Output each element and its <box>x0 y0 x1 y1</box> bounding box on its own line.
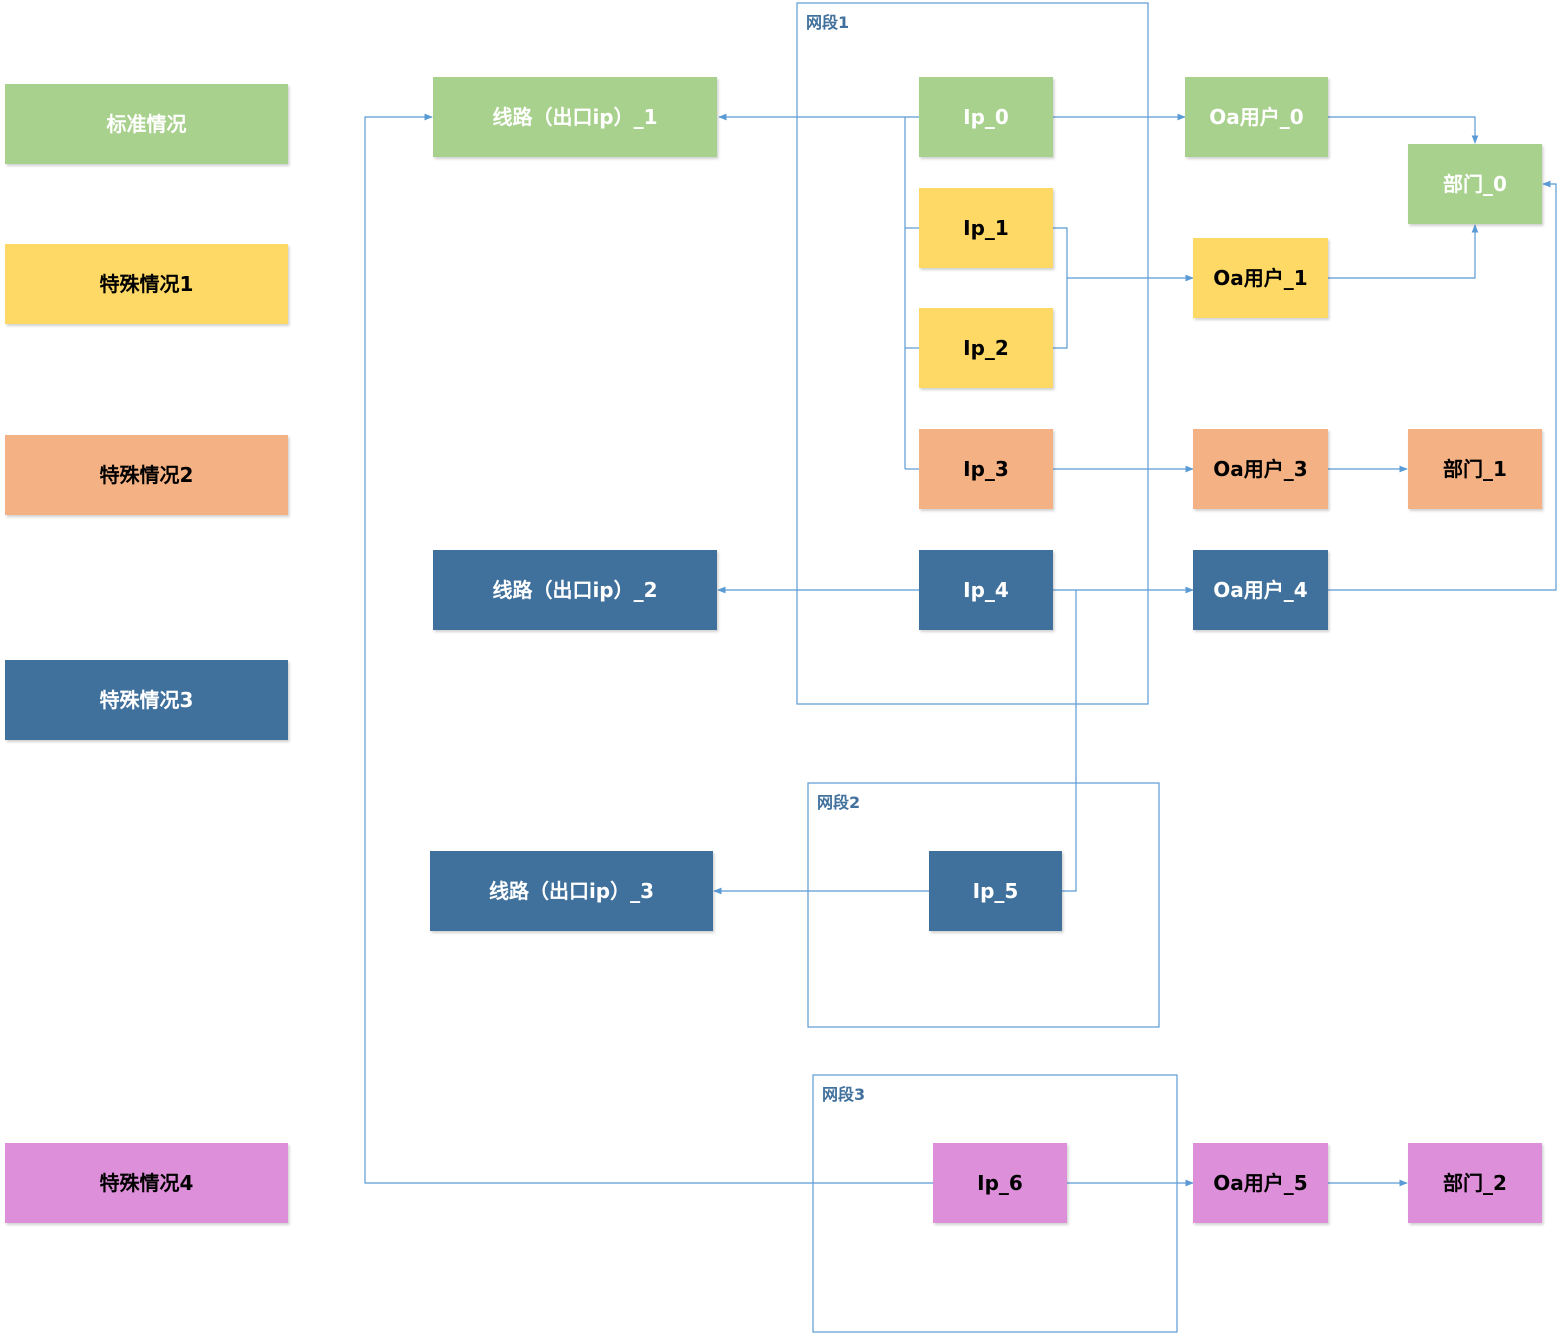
segment-2-label: 网段2 <box>817 793 860 812</box>
legend: 标准情况 特殊情况1 特殊情况2 特殊情况3 特殊情况4 <box>5 84 288 1223</box>
connector-ip6-line1 <box>364 113 933 1184</box>
line-node-3: 线路（出口ip）_3 <box>430 851 713 931</box>
dept-node-1: 部门_1 <box>1408 429 1542 509</box>
user-node-1-label: Oa用户_1 <box>1213 266 1307 290</box>
segment-1: 网段1 <box>796 2 1149 705</box>
legend-special4-label: 特殊情况4 <box>100 1171 194 1195</box>
ip-node-6: Ip_6 <box>933 1143 1067 1223</box>
user-node-0-label: Oa用户_0 <box>1209 105 1303 129</box>
legend-special2-label: 特殊情况2 <box>100 463 194 487</box>
line-node-2: 线路（出口ip）_2 <box>433 550 717 630</box>
connector-user4-dept0 <box>1328 180 1557 591</box>
legend-special4: 特殊情况4 <box>5 1143 288 1223</box>
ip-node-5: Ip_5 <box>929 851 1062 931</box>
dept-node-2: 部门_2 <box>1408 1143 1542 1223</box>
legend-standard-label: 标准情况 <box>107 112 187 136</box>
ip-node-4-label: Ip_4 <box>963 578 1009 602</box>
ip-node-1-label: Ip_1 <box>963 216 1009 240</box>
dept-node-0-label: 部门_0 <box>1443 172 1507 196</box>
user-node-5: Oa用户_5 <box>1193 1143 1328 1223</box>
user-node-4-label: Oa用户_4 <box>1213 578 1307 602</box>
line-node-3-label: 线路（出口ip）_3 <box>489 879 654 903</box>
dept-node-0: 部门_0 <box>1408 144 1542 224</box>
user-node-1: Oa用户_1 <box>1193 238 1328 318</box>
connector-ip5-user4 <box>1062 590 1077 892</box>
legend-special1: 特殊情况1 <box>5 244 288 324</box>
legend-special1-label: 特殊情况1 <box>100 272 194 296</box>
user-node-0: Oa用户_0 <box>1185 77 1328 157</box>
segment-3: 网段3 <box>812 1074 1178 1333</box>
user-node-5-label: Oa用户_5 <box>1213 1171 1307 1195</box>
dept-node-2-label: 部门_2 <box>1443 1171 1507 1195</box>
user-node-4: Oa用户_4 <box>1193 550 1328 630</box>
ip-node-6-label: Ip_6 <box>977 1171 1023 1195</box>
ip-node-2-label: Ip_2 <box>963 336 1009 360</box>
ip-node-5-label: Ip_5 <box>973 879 1019 903</box>
connector-user1-dept0 <box>1328 224 1479 279</box>
user-node-3: Oa用户_3 <box>1193 429 1328 509</box>
connector-user0-dept0 <box>1328 116 1479 144</box>
line-node-1: 线路（出口ip）_1 <box>433 77 717 157</box>
segment-2: 网段2 <box>807 782 1160 1028</box>
line-node-1-label: 线路（出口ip）_1 <box>492 105 657 129</box>
connector-ip1-user1 <box>1053 227 1068 349</box>
ip-node-4: Ip_4 <box>919 550 1053 630</box>
legend-special3: 特殊情况3 <box>5 660 288 740</box>
ip-node-0-label: Ip_0 <box>963 105 1009 129</box>
connectors <box>364 113 1557 1187</box>
legend-standard: 标准情况 <box>5 84 288 164</box>
user-node-3-label: Oa用户_3 <box>1213 457 1307 481</box>
ip-node-0: Ip_0 <box>919 77 1053 157</box>
ip-node-3: Ip_3 <box>919 429 1053 509</box>
ip-node-3-label: Ip_3 <box>963 457 1009 481</box>
ip-node-2: Ip_2 <box>919 308 1053 388</box>
segment-3-label: 网段3 <box>822 1085 865 1104</box>
legend-special2: 特殊情况2 <box>5 435 288 515</box>
line-node-2-label: 线路（出口ip）_2 <box>492 578 657 602</box>
legend-special3-label: 特殊情况3 <box>100 688 194 712</box>
dept-node-1-label: 部门_1 <box>1443 457 1507 481</box>
segment-1-label: 网段1 <box>806 13 849 32</box>
ip-node-1: Ip_1 <box>919 188 1053 268</box>
